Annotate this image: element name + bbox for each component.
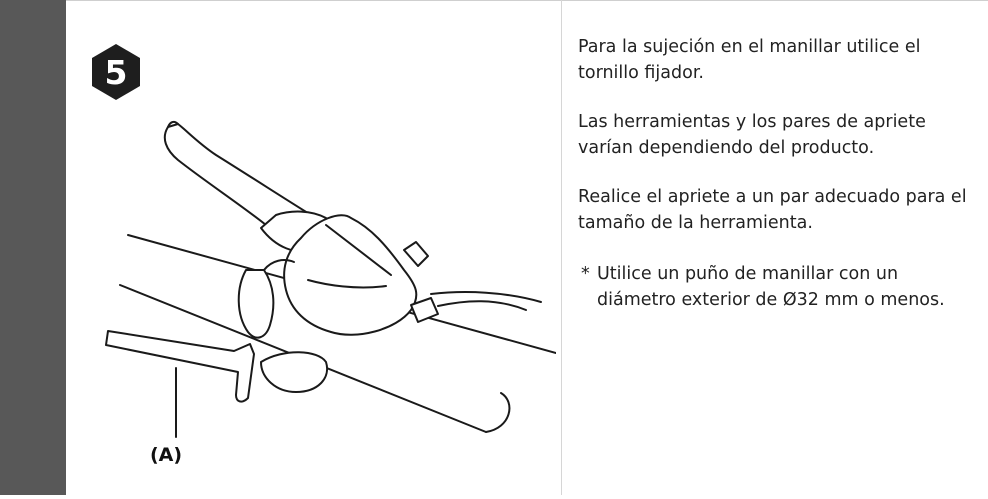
instruction-text: Para la sujeción en el manillar utilice … bbox=[578, 34, 973, 313]
footnote-marker: * bbox=[581, 264, 590, 284]
step-number-badge: 5 bbox=[87, 43, 145, 101]
step-sidebar-bar bbox=[0, 0, 66, 495]
instruction-paragraph: Las herramientas y los pares de apriete … bbox=[578, 112, 926, 158]
brake-lever-installation-illustration bbox=[86, 110, 557, 495]
wrench-callout-label: (A) bbox=[150, 444, 183, 466]
footnote: * Utilice un puño de manillar con un diá… bbox=[578, 261, 973, 313]
instruction-paragraph: Para la sujeción en el manillar utilice … bbox=[578, 37, 921, 83]
instruction-paragraph: Realice el apriete a un par adecuado par… bbox=[578, 187, 967, 233]
column-divider bbox=[561, 0, 562, 495]
footnote-text: Utilice un puño de manillar con un diáme… bbox=[597, 264, 945, 310]
step-panel bbox=[66, 0, 988, 495]
step-number: 5 bbox=[105, 53, 128, 92]
